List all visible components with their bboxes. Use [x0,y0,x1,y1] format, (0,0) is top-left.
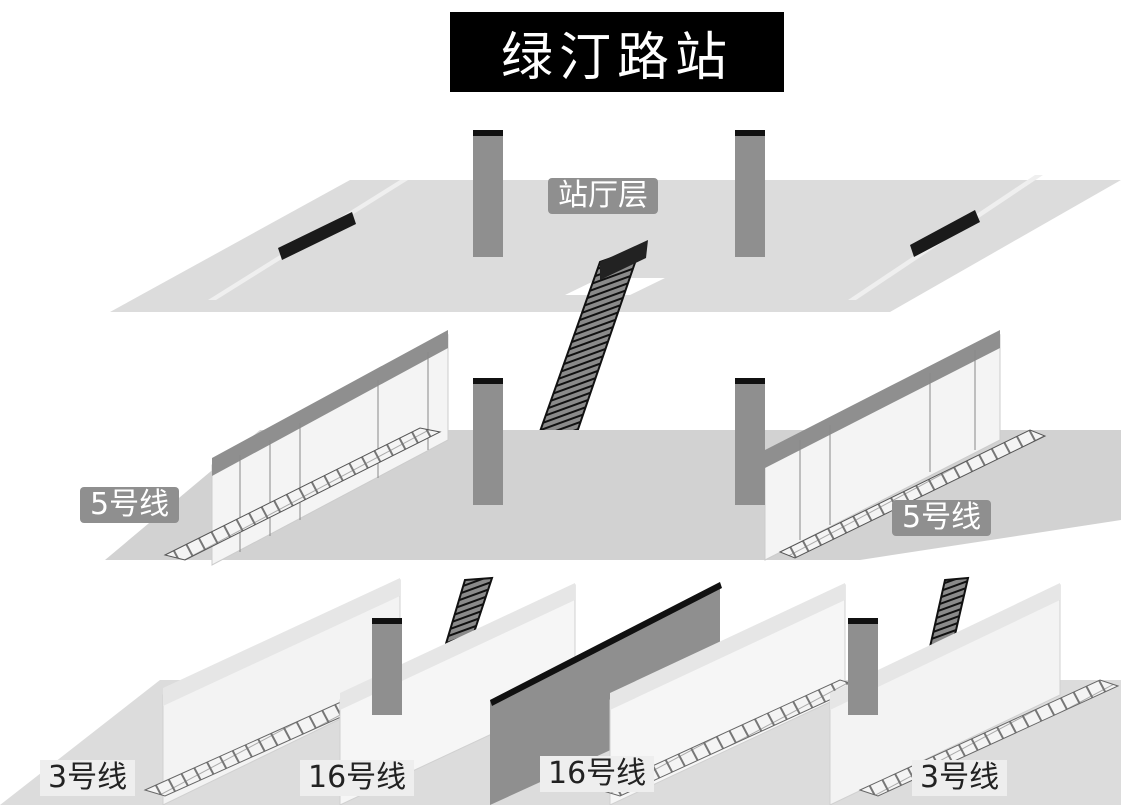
line3-left-label: 3号线 [40,760,136,796]
central-wall [490,582,722,805]
line3-right-label: 3号线 [912,760,1008,796]
station-title: 绿汀路站 [450,12,784,92]
ticket-gates-right [910,210,980,257]
line5-right-label: 5号线 [892,500,992,536]
line5-left-label: 5号线 [80,487,180,523]
ticket-gates-left [278,212,356,260]
line16-right-label: 16号线 [540,756,655,792]
line3-right-psd [829,583,1061,805]
line5-right-psd [764,330,1001,561]
line5-left-track [163,427,442,561]
concourse-level-label: 站厅层 [548,178,658,214]
concourse-floor [110,180,1121,312]
line5-right-track [778,429,1047,559]
concourse-column-right [735,130,765,257]
line5-column-right [735,378,765,505]
concourse-column-left [473,130,503,257]
line5-column-left [473,378,503,505]
lower-column-right [848,618,878,715]
line16-left-label: 16号线 [300,760,415,796]
lower-column-left [372,618,402,715]
